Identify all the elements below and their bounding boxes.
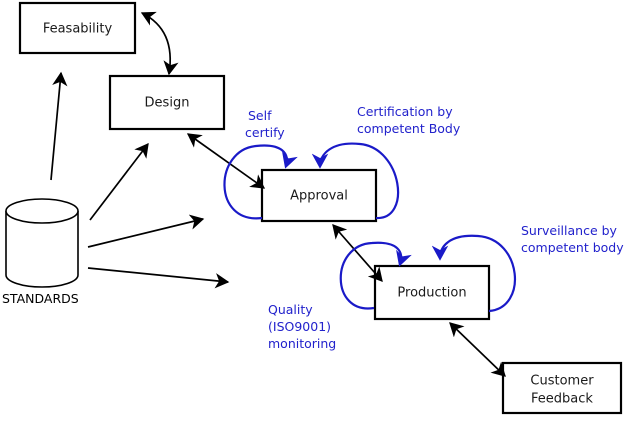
node-production[interactable]: Production bbox=[373, 264, 491, 321]
annotation-surveillance-by-competent-body: Surveillance by competent body bbox=[521, 223, 624, 255]
annotation-quality-line3: monitoring bbox=[268, 336, 336, 351]
flow-design-approval bbox=[186, 133, 266, 189]
annotation-certification-line2: competent Body bbox=[357, 121, 461, 136]
annotation-self-certify: Self certify bbox=[245, 108, 285, 140]
flow-standards-production bbox=[87, 267, 230, 289]
node-customer-feedback[interactable]: Customer Feedback bbox=[501, 361, 623, 415]
node-feasability[interactable]: Feasability bbox=[18, 1, 137, 55]
flow-feasability-design bbox=[140, 11, 179, 76]
annotation-self-certify-line2: certify bbox=[245, 125, 285, 140]
annotation-certification-by-competent-body: Certification by competent Body bbox=[357, 104, 461, 136]
node-customer-feedback-rect bbox=[501, 361, 623, 415]
loop-production-right[interactable] bbox=[431, 234, 517, 313]
node-customer-feedback-label-line1: Customer bbox=[530, 374, 594, 389]
annotation-surveillance-line1: Surveillance by bbox=[521, 223, 618, 238]
cylinder-top-ellipse bbox=[5, 198, 79, 224]
annotation-self-certify-line1: Self bbox=[248, 108, 272, 123]
loop-approval-right[interactable] bbox=[311, 142, 400, 220]
loop-production-left[interactable] bbox=[339, 241, 412, 310]
flow-approval-production bbox=[332, 224, 383, 282]
node-approval[interactable]: Approval bbox=[260, 168, 378, 223]
node-feasability-rect bbox=[18, 1, 137, 55]
node-production-rect bbox=[373, 264, 491, 321]
annotation-surveillance-line2: competent body bbox=[521, 240, 624, 255]
flow-production-customer-feedback bbox=[449, 322, 506, 377]
node-design[interactable]: Design bbox=[108, 74, 226, 131]
node-design-label: Design bbox=[145, 96, 190, 111]
node-approval-label: Approval bbox=[290, 189, 348, 204]
node-production-label: Production bbox=[397, 286, 466, 301]
annotation-quality-line2: (ISO9001) bbox=[268, 319, 331, 334]
flow-standards-approval bbox=[87, 214, 205, 248]
loop-approval-left[interactable] bbox=[223, 144, 298, 220]
datastore-standards[interactable]: STANDARDS bbox=[2, 198, 79, 306]
annotation-quality-iso9001-monitoring: Quality (ISO9001) monitoring bbox=[268, 302, 336, 351]
node-design-rect bbox=[108, 74, 226, 131]
datastore-label: STANDARDS bbox=[2, 291, 79, 306]
cylinder-shape bbox=[5, 211, 79, 288]
node-customer-feedback-label-line2: Feedback bbox=[531, 392, 593, 407]
flow-standards-feasability bbox=[50, 71, 68, 181]
annotation-quality-line1: Quality bbox=[268, 302, 313, 317]
node-feasability-label: Feasability bbox=[43, 22, 113, 37]
annotation-certification-line1: Certification by bbox=[357, 104, 453, 119]
node-approval-rect bbox=[260, 168, 378, 223]
flow-standards-design bbox=[89, 142, 149, 221]
